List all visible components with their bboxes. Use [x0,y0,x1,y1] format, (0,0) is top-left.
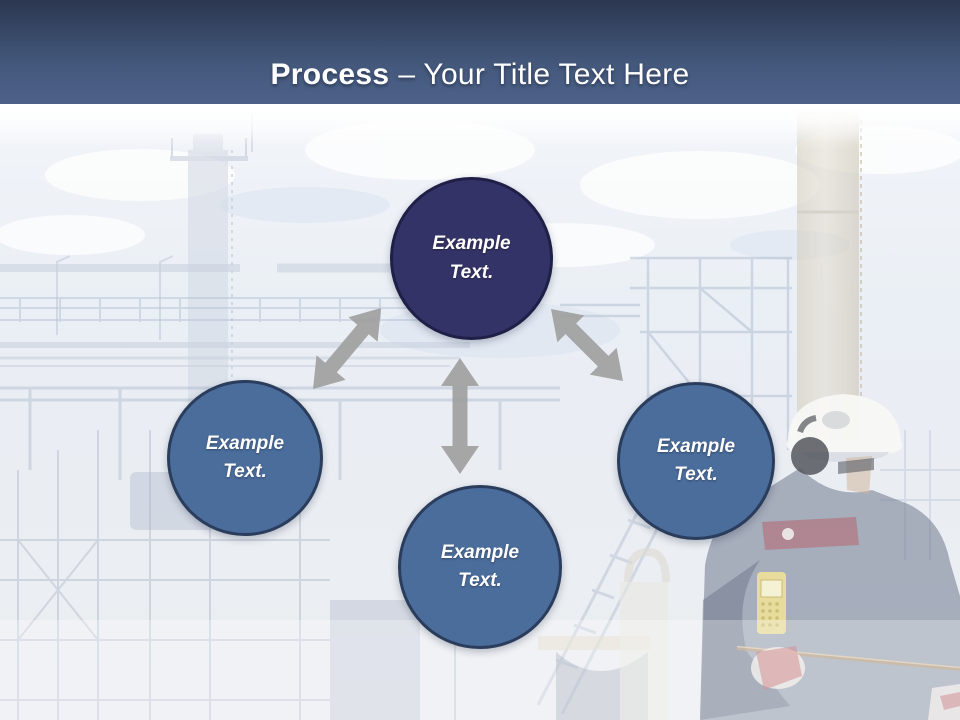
radio-device [757,572,786,634]
node-right[interactable]: Example Text. [617,382,775,540]
page-title-emphasis: Process [270,58,390,91]
worker-figure [700,394,960,720]
node-top[interactable]: Example Text. [390,177,553,340]
page-title-rest: – Your Title Text Here [398,58,690,91]
node-bottom[interactable]: Example Text. [398,485,562,649]
double-arrow-right [551,309,623,381]
node-bottom-label: Example Text. [440,541,520,592]
node-right-label: Example Text. [656,435,736,486]
double-arrow-left [313,308,381,389]
double-arrow-vertical [441,358,479,474]
node-top-label: Example Text. [432,233,511,283]
gloves [751,646,960,720]
node-left-label: Example Text. [205,432,285,483]
node-left[interactable]: Example Text. [167,380,323,536]
page-title: Process– Your Title Text Here [270,58,689,92]
chimney [797,108,862,440]
title-bar: Process– Your Title Text Here [0,0,960,104]
